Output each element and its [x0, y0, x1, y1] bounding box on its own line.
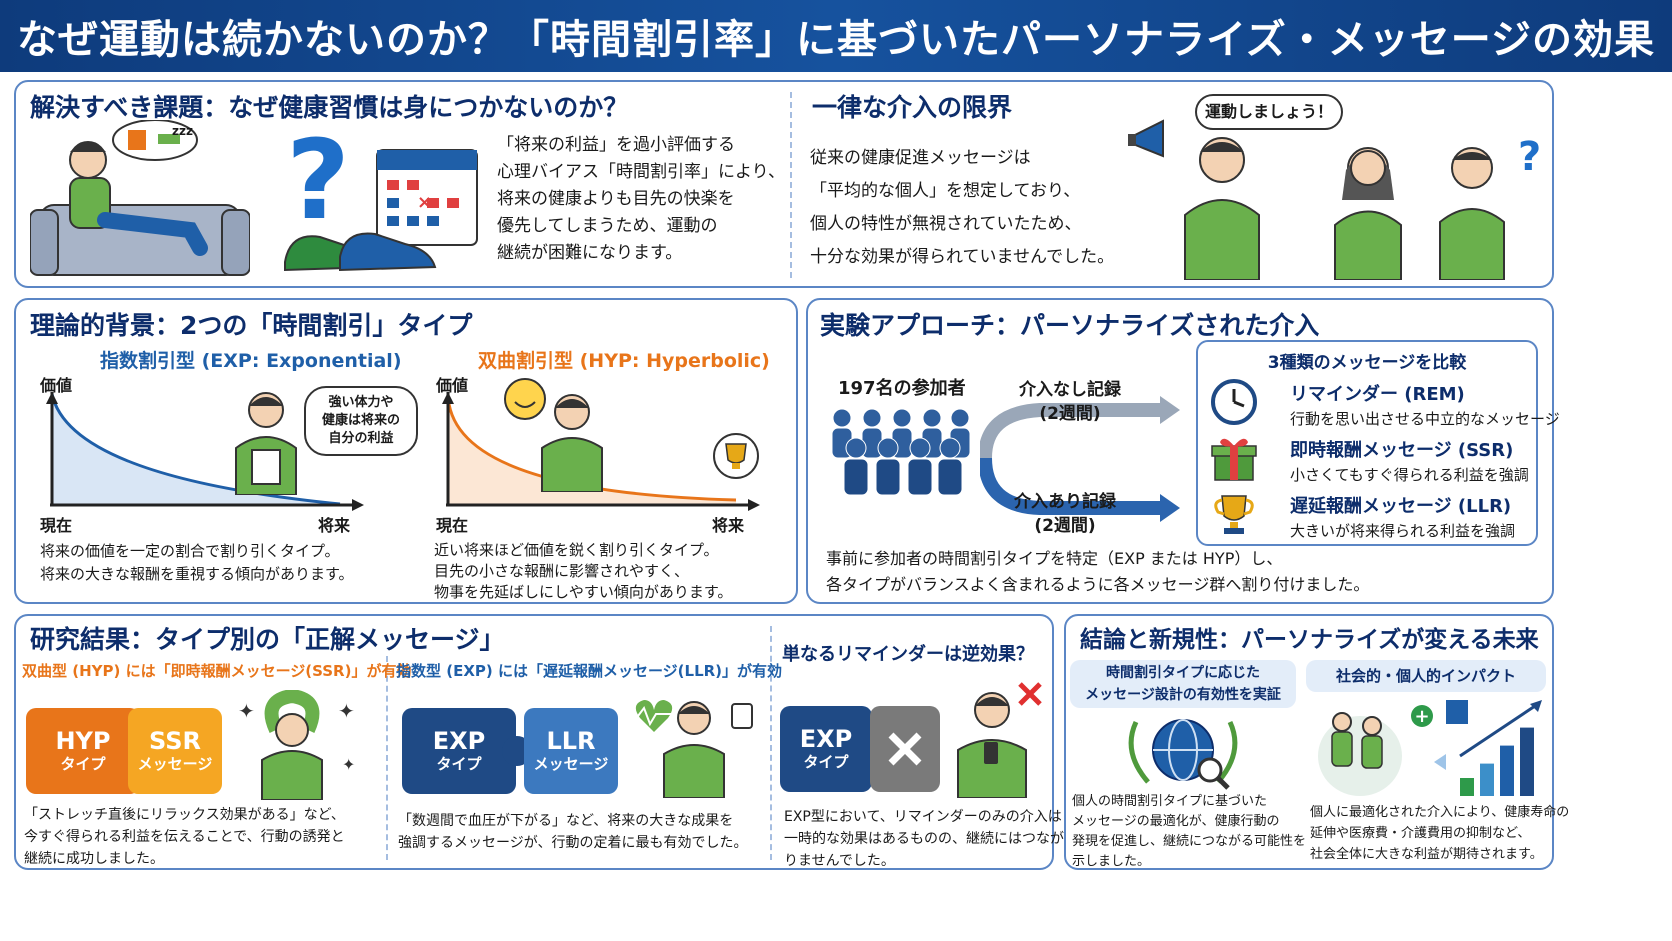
exp-x-start: 現在 [40, 516, 73, 535]
couch-person-illustration [30, 120, 250, 276]
trophy-bubble-icon [713, 433, 759, 479]
message-comparison-box [1196, 340, 1538, 546]
crowd-icon [831, 408, 971, 496]
uniform-title: 一律な介入の限界 [812, 93, 1013, 122]
running-shoes-icon [284, 232, 437, 272]
results-separator-1 [386, 656, 388, 860]
conclusion-right-desc: 個人に最適化された介入により、健康寿命の 延伸や医療費・介護費用の抑制など、 社… [1310, 805, 1570, 862]
conclusion-left-heading: 時間割引タイプに応じた メッセージ設計の有効性を実証 [1070, 660, 1296, 708]
impact-bar [1480, 763, 1494, 796]
results-exp-heading: 指数型 (EXP) には「遅延報酬メッセージ(LLR)」が有効 [396, 662, 783, 680]
exp-heading: 指数割引型 (EXP: Exponential) [100, 350, 402, 372]
problem-separator [790, 92, 792, 278]
participants-label: 197名の参加者 [838, 378, 966, 399]
impact-bars [1460, 727, 1534, 796]
hyp-x-start: 現在 [436, 516, 469, 535]
megaphone-icon [1128, 119, 1164, 158]
hyp-desc: 近い将来ほど価値を鋭く割り引くタイプ。 目先の小さな報酬に影響されやすく、 物事… [434, 541, 733, 601]
conclusion-right-heading: 社会的・個人的インパクト [1306, 660, 1546, 692]
no-intervention-label: 介入なし記録 (2週間) [1019, 380, 1121, 424]
calendar-icon: × [376, 149, 478, 246]
uniform-text: 従来の健康促進メッセージは 「平均的な個人」を想定しており、 個人の特性が無視さ… [810, 148, 1115, 267]
heart-person-illustration [624, 700, 753, 798]
impact-bar [1500, 745, 1514, 796]
impact-illustration: + [1318, 700, 1542, 796]
exp-type-piece: EXP タイプ [402, 708, 532, 794]
svg-text:+: + [1414, 706, 1429, 727]
message-ssr: 即時報酬メッセージ (SSR) 小さくてもすぐ得られる利益を強調 [1290, 440, 1529, 484]
impact-bar [1460, 778, 1474, 796]
message-llr: 遅延報酬メッセージ (LLR) 大きいが将来得られる利益を強調 [1290, 496, 1516, 540]
reminder-exp-piece: EXP タイプ [780, 706, 872, 792]
x-mark-icon [888, 732, 922, 766]
conclusion-title: 結論と新規性：パーソナライズが変える未来 [1080, 627, 1539, 653]
message-rem: リマインダー (REM) 行動を思い出させる中立的なメッセージ [1290, 384, 1560, 428]
llr-message-piece: LLR メッセージ [524, 708, 618, 794]
problem-title: 解決すべき課題：なぜ健康習慣は身につかないのか？ [30, 93, 629, 122]
smiley-icon [504, 378, 546, 420]
impact-bar [1520, 727, 1534, 796]
ssr-message-piece: SSR メッセージ [128, 708, 222, 794]
svg-text:?: ? [286, 128, 350, 238]
svg-text:✦: ✦ [338, 699, 355, 723]
stretching-person: ✦ ✦ ✦ [238, 690, 355, 800]
exp-discount-curve [46, 392, 364, 511]
globe-magnifier-icon [1128, 719, 1238, 790]
phone-person-illustration [957, 682, 1042, 798]
three-people-illustration: ? [1184, 134, 1541, 280]
results-exp-desc: 「数週間で血圧が下がる」など、将来の大きな成果を 強調するメッセージが、行動の定… [398, 813, 748, 851]
intervention-label: 介入あり記録 (2週間) [1014, 492, 1116, 536]
conclusion-left-desc: 個人の時間割引タイプに基づいた メッセージの最適化が、健康行動の 発現を促進し、… [1072, 794, 1307, 869]
problem-text: 「将来の利益」を過小評価する 心理バイアス「時間割引率」により、 将来の健康より… [497, 135, 785, 263]
results-hyp-desc: 「ストレッチ直後にリラックス効果がある」など、 今すぐ得られる利益を伝えることで… [24, 807, 345, 867]
results-hyp-heading: 双曲型 (HYP) には「即時報酬メッセージ(SSR)」が有効 [22, 662, 412, 680]
results-reminder-heading: 単なるリマインダーは逆効果？ [782, 644, 1034, 665]
exp-desc: 将来の価値を一定の割合で割り引くタイプ。 将来の大きな報酬を重視する傾向がありま… [40, 542, 354, 583]
hyp-person-phone [541, 394, 603, 492]
svg-text:?: ? [1518, 134, 1541, 180]
theory-title: 理論的背景：2つの「時間割引」タイプ [30, 311, 473, 340]
results-reminder-desc: EXP型において、リマインダーのみの介入は 一時的な効果はあるものの、継続にはつ… [784, 809, 1064, 869]
hyp-type-piece: HYP タイプ [26, 708, 156, 794]
hyp-discount-curve [442, 392, 760, 511]
results-separator-2 [770, 626, 772, 860]
hyp-y-axis-label: 価値 [436, 376, 469, 395]
svg-text:×: × [417, 192, 432, 213]
question-mark-icon: ? [286, 128, 350, 238]
svg-text:✦: ✦ [238, 699, 255, 723]
trophy-icon [1214, 495, 1254, 534]
exp-person-clipboard [235, 392, 297, 495]
hyp-x-end: 将来 [712, 516, 745, 535]
exp-y-axis-label: 価値 [40, 376, 73, 395]
svg-text:✦: ✦ [342, 755, 355, 774]
hyp-heading: 双曲割引型 (HYP: Hyperbolic) [478, 350, 770, 372]
compare-title: 3種類のメッセージを比較 [1267, 353, 1467, 373]
page-title: なぜ運動は続かないのか？「時間割引率」に基づいたパーソナライズ・メッセージの効果 [17, 17, 1655, 63]
gift-icon [1211, 438, 1257, 481]
exercise-speech-bubble: 運動しましょう！ [1195, 94, 1343, 130]
branch-arrows [980, 396, 1180, 522]
exp-x-end: 将来 [318, 516, 351, 535]
zzz-label: zzz [172, 124, 193, 138]
title-banner: なぜ運動は続かないのか？「時間割引率」に基づいたパーソナライズ・メッセージの効果 [0, 0, 1672, 72]
exp-thought-bubble: 強い体力や 健康は将来の 自分の利益 [304, 386, 418, 456]
experiment-note: 事前に参加者の時間割引タイプを特定（EXP または HYP）し、 各タイプがバラ… [826, 549, 1370, 594]
experiment-title: 実験アプローチ：パーソナライズされた介入 [820, 311, 1320, 340]
clock-icon [1211, 379, 1257, 425]
results-title: 研究結果：タイプ別の「正解メッセージ」 [30, 625, 505, 654]
reminder-fail-piece [870, 706, 940, 792]
conclusion-panel [1064, 614, 1554, 870]
